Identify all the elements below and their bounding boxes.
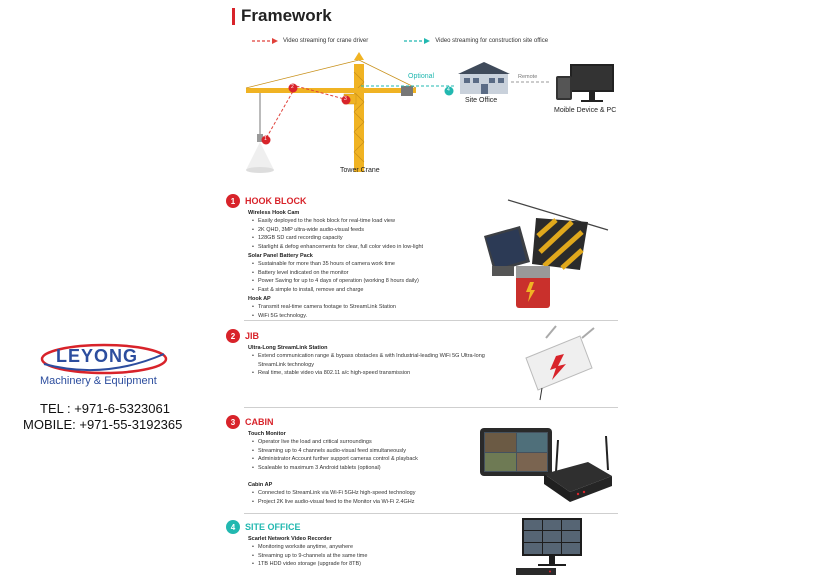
list-item: Scaleable to maximum 3 Android tablets (… bbox=[252, 464, 618, 473]
legend-item-site-office: Video streaming for construction site of… bbox=[404, 38, 548, 44]
diagram-markers bbox=[261, 83, 454, 145]
list-nvr: Monitoring worksite anytime, anywhere St… bbox=[252, 543, 618, 569]
marker-3: 3 bbox=[344, 96, 347, 102]
list-touch-monitor: Operator live the load and critical surr… bbox=[252, 438, 618, 472]
framework-heading: Framework bbox=[232, 6, 332, 26]
list-hook-cam: Easily deployed to the hook block for re… bbox=[252, 217, 618, 251]
site-office-building-icon bbox=[458, 62, 510, 94]
section-divider bbox=[244, 407, 618, 408]
legend-label-site-office: Video streaming for construction site of… bbox=[435, 38, 549, 44]
streamlink-station-product-image bbox=[525, 325, 595, 401]
remote-label: Remote bbox=[518, 74, 538, 80]
title-accent-bar bbox=[232, 7, 235, 25]
section-number-badge: 1 bbox=[226, 194, 240, 208]
subtitle-cabin-ap: Cabin AP bbox=[248, 482, 273, 488]
subtitle-touch-monitor: Touch Monitor bbox=[248, 431, 286, 437]
list-item: 2K QHD, 3MP ultra-wide audio-visual feed… bbox=[252, 226, 618, 235]
list-item: Sustainable for more than 35 hours of ca… bbox=[252, 260, 618, 269]
leyong-logo bbox=[40, 343, 168, 375]
marker-4: 4 bbox=[447, 87, 450, 93]
mobile-pc-label: Moible Device & PC bbox=[554, 107, 617, 114]
section-title: HOOK BLOCK bbox=[245, 196, 307, 206]
section-cabin: 3 CABIN Touch Monitor Operator live the … bbox=[226, 415, 618, 506]
list-item: 1TB HDD video storage (upgrade for 8TB) bbox=[252, 560, 618, 569]
legend: Video streaming for crane driver Video s… bbox=[252, 38, 548, 44]
section-divider bbox=[244, 513, 618, 514]
list-streamlink: Extend communication range & bypass obst… bbox=[252, 352, 488, 378]
legend-label-crane-driver: Video streaming for crane driver bbox=[283, 38, 369, 44]
list-item: Streaming up to 4 channels audio-visual … bbox=[252, 447, 618, 456]
list-item: Battery level indicated on the monitor bbox=[252, 269, 618, 278]
tower-crane-illustration bbox=[245, 52, 614, 173]
mobile-number: MOBILE: +971-55-3192365 bbox=[23, 417, 183, 432]
list-hook-ap: Transmit real-time camera footage to Str… bbox=[252, 303, 618, 320]
framework-diagram: 1 2 3 4 Optional Remote Site Office Moib… bbox=[236, 52, 626, 182]
red-dashed-arrow-icon bbox=[252, 38, 278, 44]
subtitle-solar-battery: Solar Panel Battery Pack bbox=[248, 253, 313, 259]
marker-2: 2 bbox=[291, 84, 294, 90]
site-office-label: Site Office bbox=[465, 97, 498, 104]
optional-label: Optional bbox=[408, 73, 435, 80]
list-item: Fast & simple to install, remove and cha… bbox=[252, 286, 618, 295]
telephone-number: TEL : +971-6-5323061 bbox=[40, 401, 170, 416]
section-number-badge: 4 bbox=[226, 520, 240, 534]
nvr-monitor-product-image bbox=[516, 518, 582, 575]
logo-tagline: Machinery & Equipment bbox=[40, 375, 157, 387]
list-item: WiFi 5G technology. bbox=[252, 312, 618, 321]
legend-item-crane-driver: Video streaming for crane driver bbox=[252, 38, 368, 44]
subtitle-streamlink-station: Ultra-Long StreamLink Station bbox=[248, 345, 328, 351]
section-divider bbox=[244, 320, 618, 321]
list-solar-battery: Sustainable for more than 35 hours of ca… bbox=[252, 260, 618, 294]
section-title: SITE OFFICE bbox=[245, 522, 301, 532]
tower-crane-icon bbox=[245, 52, 551, 173]
list-item: Administrator Account further support ca… bbox=[252, 455, 618, 464]
list-item: Project 2K live audio-visual feed to the… bbox=[252, 498, 618, 507]
list-item: Starlight & defog enhancements for clear… bbox=[252, 243, 618, 252]
page-title: Framework bbox=[241, 6, 332, 25]
section-title: CABIN bbox=[245, 417, 274, 427]
teal-dashed-arrow-icon bbox=[404, 38, 431, 44]
list-item: Monitoring worksite anytime, anywhere bbox=[252, 543, 618, 552]
list-item: Operator live the load and critical surr… bbox=[252, 438, 618, 447]
touch-monitor-product-image bbox=[480, 428, 612, 502]
list-cabin-ap: Connected to StreamLink via Wi-Fi 5GHz h… bbox=[252, 489, 618, 506]
list-item: Power Saving for up to 4 days of operati… bbox=[252, 277, 618, 286]
section-jib: 2 JIB Ultra-Long StreamLink Station Exte… bbox=[226, 329, 618, 378]
subtitle-wireless-hook-cam: Wireless Hook Cam bbox=[248, 210, 300, 216]
list-item: Streaming up to 9-channels at the same t… bbox=[252, 552, 618, 561]
tower-crane-label: Tower Crane bbox=[340, 167, 380, 174]
subtitle-hook-ap: Hook AP bbox=[248, 296, 271, 302]
list-item: Easily deployed to the hook block for re… bbox=[252, 217, 618, 226]
section-site-office: 4 SITE OFFICE Scarlet Network Video Reco… bbox=[226, 520, 618, 569]
hook-cam-product-image bbox=[484, 199, 609, 308]
list-item: Extend communication range & bypass obst… bbox=[252, 352, 488, 369]
list-item: Transmit real-time camera footage to Str… bbox=[252, 303, 618, 312]
subtitle-nvr: Scarlet Network Video Recorder bbox=[248, 536, 332, 542]
logo-wordmark: LEYONG bbox=[56, 346, 139, 366]
list-item: Real time, stable video via 802.11 a/c h… bbox=[252, 369, 488, 378]
section-number-badge: 3 bbox=[226, 415, 240, 429]
section-title: JIB bbox=[245, 331, 260, 341]
section-hook-block: 1 HOOK BLOCK Wireless Hook Cam Easily de… bbox=[226, 194, 618, 320]
marker-1: 1 bbox=[264, 136, 267, 142]
list-item: 128GB SD card recording capacity bbox=[252, 234, 618, 243]
mobile-device-pc-icon bbox=[556, 64, 614, 102]
list-item: Connected to StreamLink via Wi-Fi 5GHz h… bbox=[252, 489, 618, 498]
section-number-badge: 2 bbox=[226, 329, 240, 343]
